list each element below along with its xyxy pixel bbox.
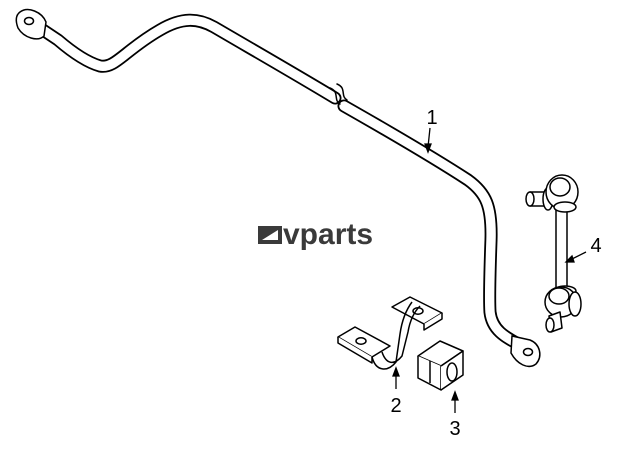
stabilizer-bushing [417, 340, 464, 391]
callout-4: 4 [590, 235, 601, 257]
stabilizer-bracket [337, 296, 443, 370]
watermark-text: vparts [283, 218, 373, 251]
callout-3: 3 [449, 418, 460, 440]
arrow-icon [424, 143, 432, 154]
stabilizer-link [525, 174, 582, 333]
mounting-hole-icon [355, 337, 367, 345]
mounting-hole-icon [522, 347, 534, 357]
bar-right-end [510, 335, 541, 368]
arrow-icon [564, 254, 575, 263]
logo-mark-icon [258, 226, 282, 244]
callout-1: 1 [426, 107, 437, 129]
stabilizer-bar [33, 13, 527, 352]
arrow-icon [392, 366, 400, 377]
bar-left-end [15, 8, 47, 40]
callout-2: 2 [390, 395, 401, 417]
mounting-hole-icon [23, 16, 35, 26]
arrow-icon [451, 390, 459, 401]
watermark-logo: vparts [258, 218, 373, 251]
leader-lines [392, 127, 587, 413]
bushing-hole-icon [446, 362, 458, 382]
